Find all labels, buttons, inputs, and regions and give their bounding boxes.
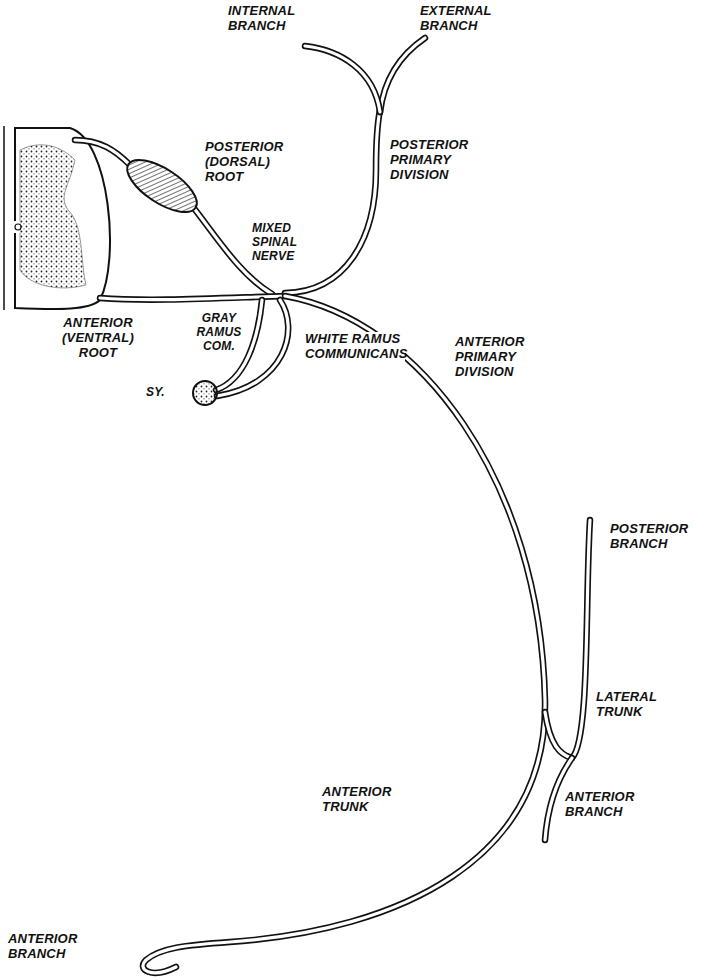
nerve-outline xyxy=(380,38,425,112)
nerve-outline xyxy=(143,296,545,973)
part-label: ANTERIOR TRUNK xyxy=(322,785,422,815)
part-label: SY. xyxy=(146,386,165,400)
nerve-core xyxy=(143,296,545,973)
nerve-outline xyxy=(285,110,380,293)
part-label: GRAY RAMUS COM. xyxy=(194,312,244,353)
part-label: LATERAL TRUNK xyxy=(596,690,686,720)
part-label: POSTERIOR PRIMARY DIVISION xyxy=(390,138,490,183)
part-label: POSTERIOR (DORSAL) ROOT xyxy=(205,140,290,185)
nerve-core xyxy=(380,38,425,112)
lateral-trunk xyxy=(545,712,572,758)
anterior-primary-division xyxy=(143,296,545,973)
nerve-core xyxy=(285,110,380,293)
nerve-outline xyxy=(305,46,380,112)
posterior-primary-division xyxy=(285,110,380,293)
posterior-branch xyxy=(572,520,590,758)
nerve-core xyxy=(75,140,130,165)
part-label: EXTERNAL BRANCH xyxy=(420,4,510,34)
spinal-ganglion xyxy=(119,150,205,222)
nerve-core xyxy=(572,520,590,758)
nerve-outline xyxy=(572,520,590,758)
nerve-outline xyxy=(100,296,285,300)
nerve-outline xyxy=(75,140,130,165)
part-label: ANTERIOR PRIMARY DIVISION xyxy=(455,335,565,380)
part-label: ANTERIOR BRANCH xyxy=(8,932,118,962)
part-label: MIXED SPINAL NERVE xyxy=(252,222,322,263)
internal-branch xyxy=(305,46,380,112)
dorsal-root xyxy=(75,140,130,165)
part-label: INTERNAL BRANCH xyxy=(228,4,318,34)
nerve-core xyxy=(305,46,380,112)
part-label: WHITE RAMUS COMMUNICANS xyxy=(305,332,405,362)
nerve-outline xyxy=(545,712,572,758)
sympathetic-ganglion xyxy=(193,381,217,405)
external-branch xyxy=(380,38,425,112)
part-label: ANTERIOR BRANCH xyxy=(565,790,665,820)
nerve-core xyxy=(545,712,572,758)
nerve-trunks xyxy=(75,38,590,973)
part-label: ANTERIOR (VENTRAL) ROOT xyxy=(48,316,148,361)
spinal-cord-section xyxy=(4,126,110,310)
ventral-root xyxy=(100,296,285,300)
nerve-core xyxy=(100,296,285,300)
part-label: POSTERIOR BRANCH xyxy=(610,522,720,552)
